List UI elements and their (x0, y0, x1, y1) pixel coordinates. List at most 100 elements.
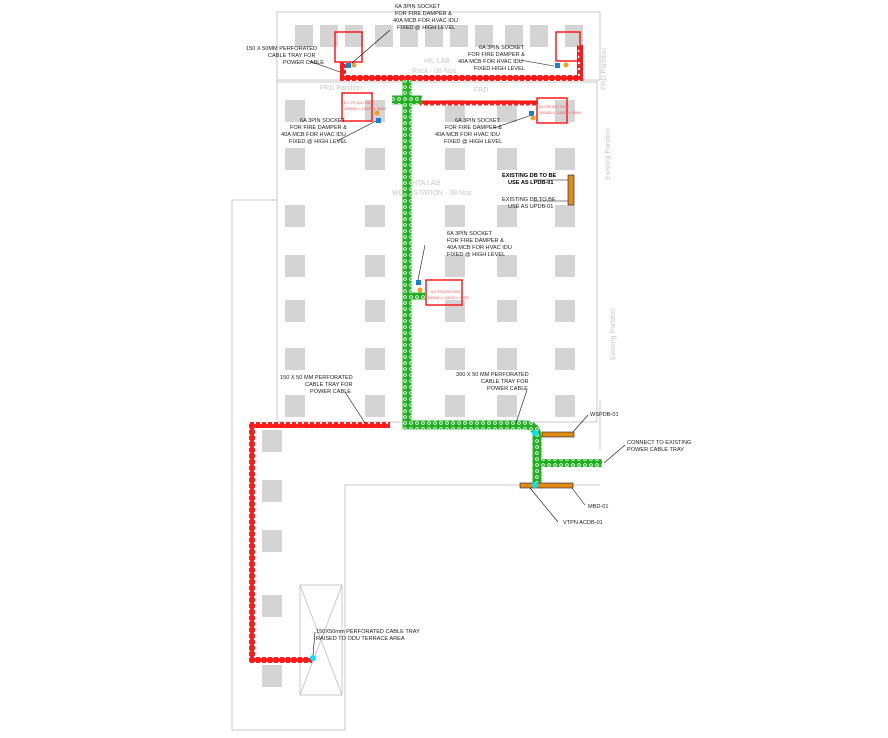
desk (555, 300, 575, 322)
idu-label: 6.0 TR IDU SIZE (431, 289, 461, 294)
desk (445, 255, 465, 277)
desk (400, 25, 418, 47)
annotation-text: FOR FIRE DAMPER & (445, 125, 502, 131)
desk (262, 530, 282, 552)
frd-partition-right-label: FRD Partition (601, 48, 608, 90)
desk (365, 205, 385, 227)
existing-partition-label-2: Existing Partition (610, 308, 617, 360)
idu-size: 1200W x 1100D x 300H (344, 106, 386, 111)
idu-label: 6.0 TR IDU SIZE (539, 104, 569, 109)
desk (555, 348, 575, 370)
desk (295, 25, 313, 47)
annotation-text: POWER CABLE TRAY (627, 447, 684, 453)
desk (497, 255, 517, 277)
desk (285, 205, 305, 227)
annotation-text: 6A 3PIN SOCKET (479, 45, 525, 51)
desk (555, 148, 575, 170)
room-label-hta-lab: HTA LAB (412, 180, 441, 187)
annotation-text: POWER CABLE (283, 60, 324, 66)
desk (285, 100, 305, 122)
desk (425, 25, 443, 47)
room-label-hta-workstation: WORKSTATION - 38 Nos (392, 190, 472, 197)
desk (262, 480, 282, 502)
desk (262, 595, 282, 617)
desk (497, 205, 517, 227)
annotation-text: FOR FIRE DAMPER & (290, 125, 347, 131)
idu-size: 1200W x 1100D x 300H (427, 295, 469, 300)
desk (565, 25, 583, 47)
desk (497, 148, 517, 170)
annotation-text: 40A MCB FOR HVAC IDU (393, 18, 458, 24)
annotation-text: CABLE TRAY FOR (268, 53, 316, 59)
wspdb-label: WSPDB-01 (590, 412, 619, 418)
annotation-text: 6A 3PIN SOCKET (447, 231, 493, 237)
desk (555, 255, 575, 277)
desk (262, 665, 282, 687)
desk (365, 300, 385, 322)
desk (285, 255, 305, 277)
desk (497, 395, 517, 417)
existing-partition-label: Existing Partition (605, 128, 612, 180)
desk (445, 395, 465, 417)
desk (555, 395, 575, 417)
desk (285, 348, 305, 370)
desk (285, 395, 305, 417)
desk (505, 25, 523, 47)
desk (497, 300, 517, 322)
annotation-text: RAISED TO ODU TERRACE AREA (316, 636, 405, 642)
annotation-text: FOR FIRE DAMPER & (468, 52, 525, 58)
desk (285, 300, 305, 322)
desk (375, 25, 393, 47)
desk (475, 25, 493, 47)
sockets (346, 62, 569, 293)
frd-label: FRD (474, 87, 488, 94)
annotation-text: USE AS UPDB-01 (508, 204, 553, 210)
desk (365, 100, 385, 122)
desk (285, 148, 305, 170)
annotation-text: FIXED @ HIGH LEVEL (289, 139, 347, 145)
desk (555, 205, 575, 227)
idu-label: 6.0 TR IDU SIZE (344, 100, 374, 105)
idu-size: 1200W x 1100D x 300H (539, 110, 581, 115)
annotation-text: FIXED @ HIGH LEVEL (397, 25, 455, 31)
annotation-text: USE AS LPDB-01 (508, 180, 554, 186)
annotation-text: 6A 3PIN SOCKET (395, 4, 441, 10)
room-label-hil-rack: Rack - 08 Nos (412, 68, 457, 75)
desk (445, 205, 465, 227)
desk (365, 395, 385, 417)
annotation-text: POWER CABLE (487, 386, 528, 392)
mbd-label: MBD-01 (588, 504, 609, 510)
annotation-text: FIXED @ HIGH LEVEL (447, 252, 505, 258)
desk (450, 25, 468, 47)
room-label-hil-lab: HIL LAB (424, 58, 450, 65)
vtpn-acdb-label: VTPN ACDB-01 (563, 520, 603, 526)
annotation-text: EXISTING DB TO BE (502, 197, 556, 203)
annotation-text: FIXED HIGH LEVEL (474, 66, 525, 72)
annotation-text: FIXED @ HIGH LEVEL (444, 139, 502, 145)
frd-partition-label: FRD Partition (320, 85, 362, 92)
annotation-text: 150 X 50 MM PERFORATED (280, 375, 353, 381)
annotation-text: 40A MCB FOR HVAC IDU (447, 245, 512, 251)
annotation-text: CONNECT TO EXISTING (627, 440, 691, 446)
desk (555, 100, 575, 122)
desk (345, 25, 363, 47)
annotation-text: FOR FIRE DAMPER & (395, 11, 452, 17)
desk (262, 430, 282, 452)
desk (365, 255, 385, 277)
annotation-text: 300 X 50 MM PERFORATED (456, 372, 529, 378)
desk (530, 25, 548, 47)
annotation-text: 150X50mm PERFORATED CABLE TRAY (316, 629, 420, 635)
annotation-text: 150 X 50MM PERFORATED (246, 46, 317, 52)
annotation-text: FOR FIRE DAMPER & (447, 238, 504, 244)
distribution-boards (310, 174, 575, 661)
annotation-text: CABLE TRAY FOR (305, 382, 353, 388)
